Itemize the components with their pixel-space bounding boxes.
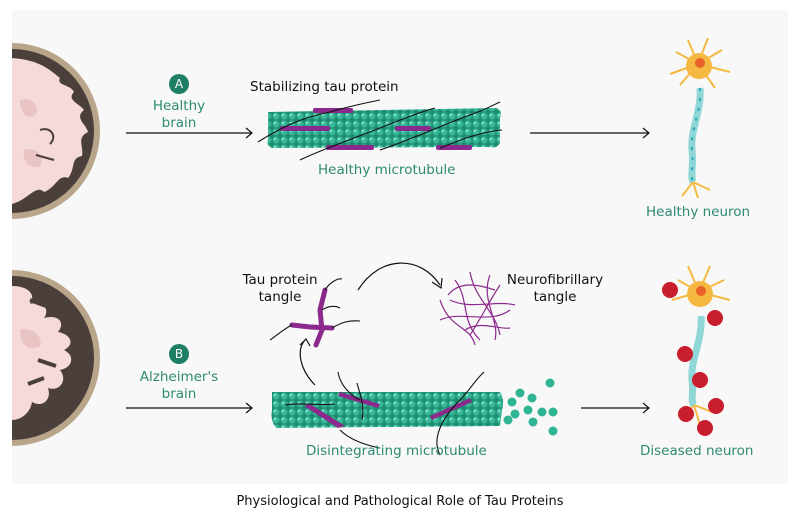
disintegrating-microtubule-label: Disintegrating microtubule <box>306 443 487 459</box>
nft-label-line1: Neurofibrillary <box>506 272 604 288</box>
arrows <box>126 127 650 414</box>
arrow-curve-tangle <box>357 262 443 291</box>
alzheimers-brain-label: Alzheimer's brain <box>129 369 229 403</box>
tau-protein-tangle <box>269 278 361 348</box>
tubulin-dimers <box>503 378 558 436</box>
tau-protein-tangle-label: Tau protein tangle <box>232 272 328 306</box>
figure-caption: Physiological and Pathological Role of T… <box>236 494 564 509</box>
arrow-b2 <box>581 402 650 414</box>
healthy-microtubule <box>257 99 503 161</box>
badge-b: B <box>169 344 189 364</box>
nft-label-line2: tangle <box>533 289 577 305</box>
healthy-neuron-label: Healthy neuron <box>646 204 751 220</box>
healthy-neuron <box>669 37 731 199</box>
stabilizing-tau-label: Stabilizing tau protein <box>250 79 399 95</box>
healthy-brain-label-line2: brain <box>161 115 197 131</box>
arrow-b1 <box>126 402 253 414</box>
diseased-neuron <box>662 265 731 436</box>
healthy-microtubule-label: Healthy microtubule <box>318 162 456 178</box>
neurofibrillary-tangle-label: Neurofibrillary tangle <box>500 272 610 306</box>
badge-a: A <box>169 74 189 94</box>
arrow-a2 <box>530 127 650 139</box>
alzheimers-brain-label-line1: Alzheimer's <box>139 369 219 385</box>
arrow-a1 <box>126 127 253 139</box>
disintegrating-microtubule <box>271 371 558 456</box>
alzheimers-brain-illustration <box>12 270 100 446</box>
healthy-brain-illustration <box>12 43 100 219</box>
healthy-brain-label-line1: Healthy <box>152 98 206 114</box>
diseased-neuron-label: Diseased neuron <box>640 443 754 459</box>
amyloid-plaques <box>662 282 724 436</box>
tau-tangle-label-line2: tangle <box>258 289 302 305</box>
alzheimers-brain-label-line2: brain <box>161 386 197 402</box>
healthy-brain-label: Healthy brain <box>139 98 219 132</box>
neurofibrillary-tangle <box>439 271 516 346</box>
tau-tangle-label-line1: Tau protein <box>242 272 318 288</box>
arrow-up-tangle <box>299 338 316 386</box>
